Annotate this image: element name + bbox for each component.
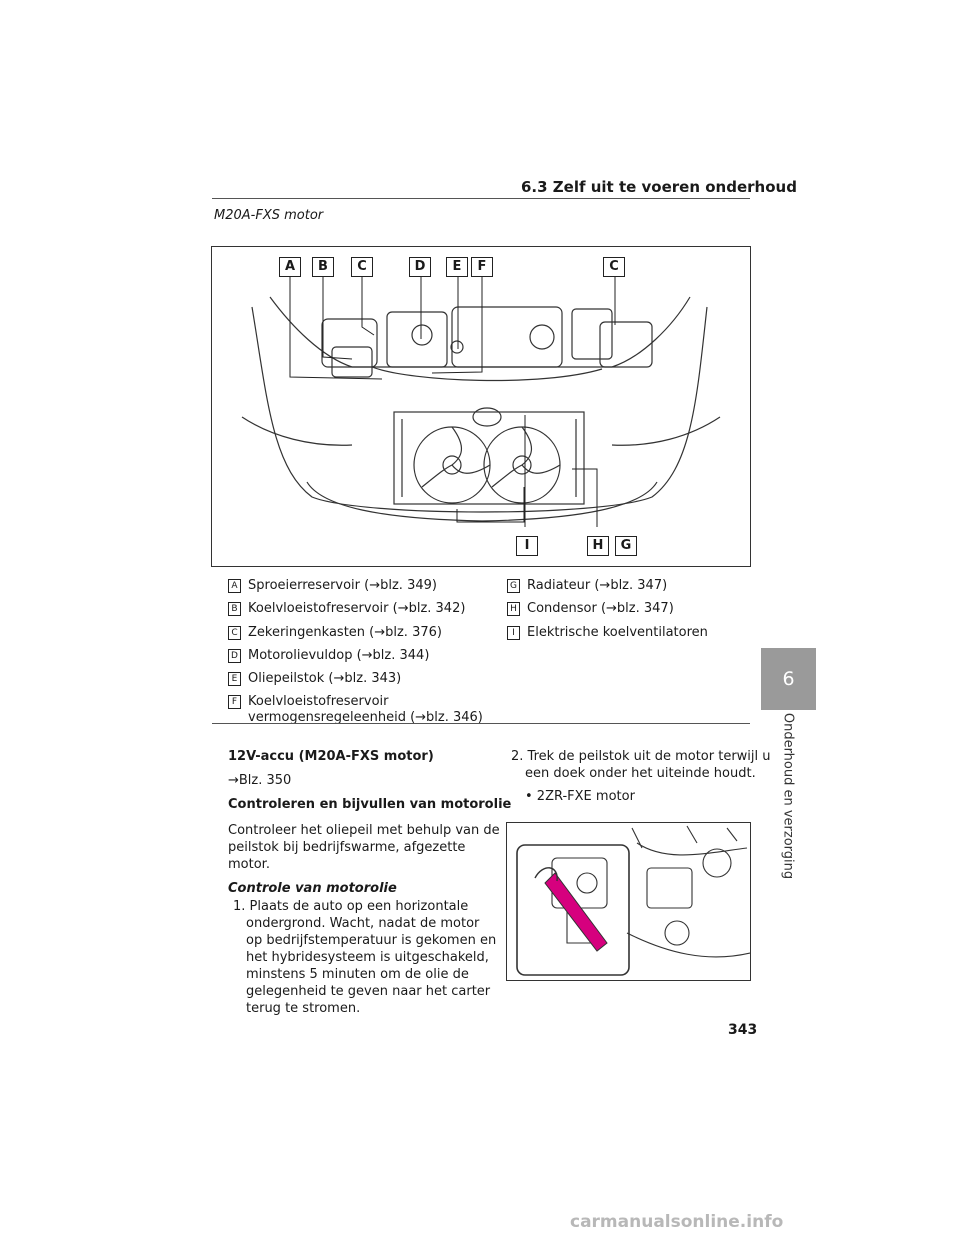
oil-intro-line2: peilstok bij bedrijfswarme, afgezette xyxy=(228,840,466,855)
step1-line5: minstens 5 minuten om de olie de xyxy=(246,967,469,982)
engine-bay-drawing xyxy=(241,277,721,527)
chapter-title-text: Onderhoud en verzorging xyxy=(780,712,796,880)
callout-c2: C xyxy=(603,257,625,277)
heading-battery: 12V-accu (M20A-FXS motor) xyxy=(228,749,434,764)
step2-line1: 2. Trek de peilstok uit de motor terwijl… xyxy=(511,749,771,764)
step1-line1: 1. Plaats de auto op een horizontale xyxy=(233,899,469,914)
callout-e: E xyxy=(446,257,468,277)
legend-item-f-line2: vermogensregeleenheid (→blz. 346) xyxy=(248,710,483,725)
figure-subtitle: M20A-FXS motor xyxy=(214,208,324,223)
dipstick-drawing xyxy=(516,825,750,976)
callout-g: G xyxy=(615,536,637,556)
heading-oil-control: Controle van motorolie xyxy=(228,881,397,896)
battery-page-ref[interactable]: →Blz. 350 xyxy=(228,773,292,788)
engine-variant-bullet: • 2ZR-FXE motor xyxy=(525,789,635,804)
chapter-number-tab[interactable]: 6 xyxy=(761,648,816,710)
section-title: 6.3 Zelf uit te voeren onderhoud xyxy=(521,178,797,196)
callout-f: F xyxy=(471,257,493,277)
heading-oil-check: Controleren en bijvullen van motorolie xyxy=(228,797,512,812)
engine-bay-figure: A B C D E F C I H G xyxy=(211,246,751,567)
callout-a: A xyxy=(279,257,301,277)
callout-i: I xyxy=(516,536,538,556)
callout-d: D xyxy=(409,257,431,277)
step1-line4: het hybridesysteem is uitgeschakeld, xyxy=(246,950,489,965)
header-divider xyxy=(212,198,750,199)
dipstick-figure xyxy=(506,822,751,981)
step1-line6: gelegenheid te geven naar het carter xyxy=(246,984,491,999)
chapter-title: Onderhoud en verzorging xyxy=(780,712,796,880)
page-number: 343 xyxy=(728,1022,758,1038)
callout-h: H xyxy=(587,536,609,556)
oil-intro-line3: motor. xyxy=(228,857,270,872)
step1-line3: op bedrijfstemperatuur is gekomen en xyxy=(246,933,497,948)
step2-line2: een doek onder het uiteinde houdt. xyxy=(525,766,756,781)
watermark: carmanualsonline.info xyxy=(570,1212,784,1232)
oil-intro-line1: Controleer het oliepeil met behulp van d… xyxy=(228,823,500,838)
step1-line2: ondergrond. Wacht, nadat de motor xyxy=(246,916,480,931)
step1-line7: terug te stromen. xyxy=(246,1001,361,1016)
callout-b: B xyxy=(312,257,334,277)
callout-c: C xyxy=(351,257,373,277)
legend-divider xyxy=(212,723,750,724)
